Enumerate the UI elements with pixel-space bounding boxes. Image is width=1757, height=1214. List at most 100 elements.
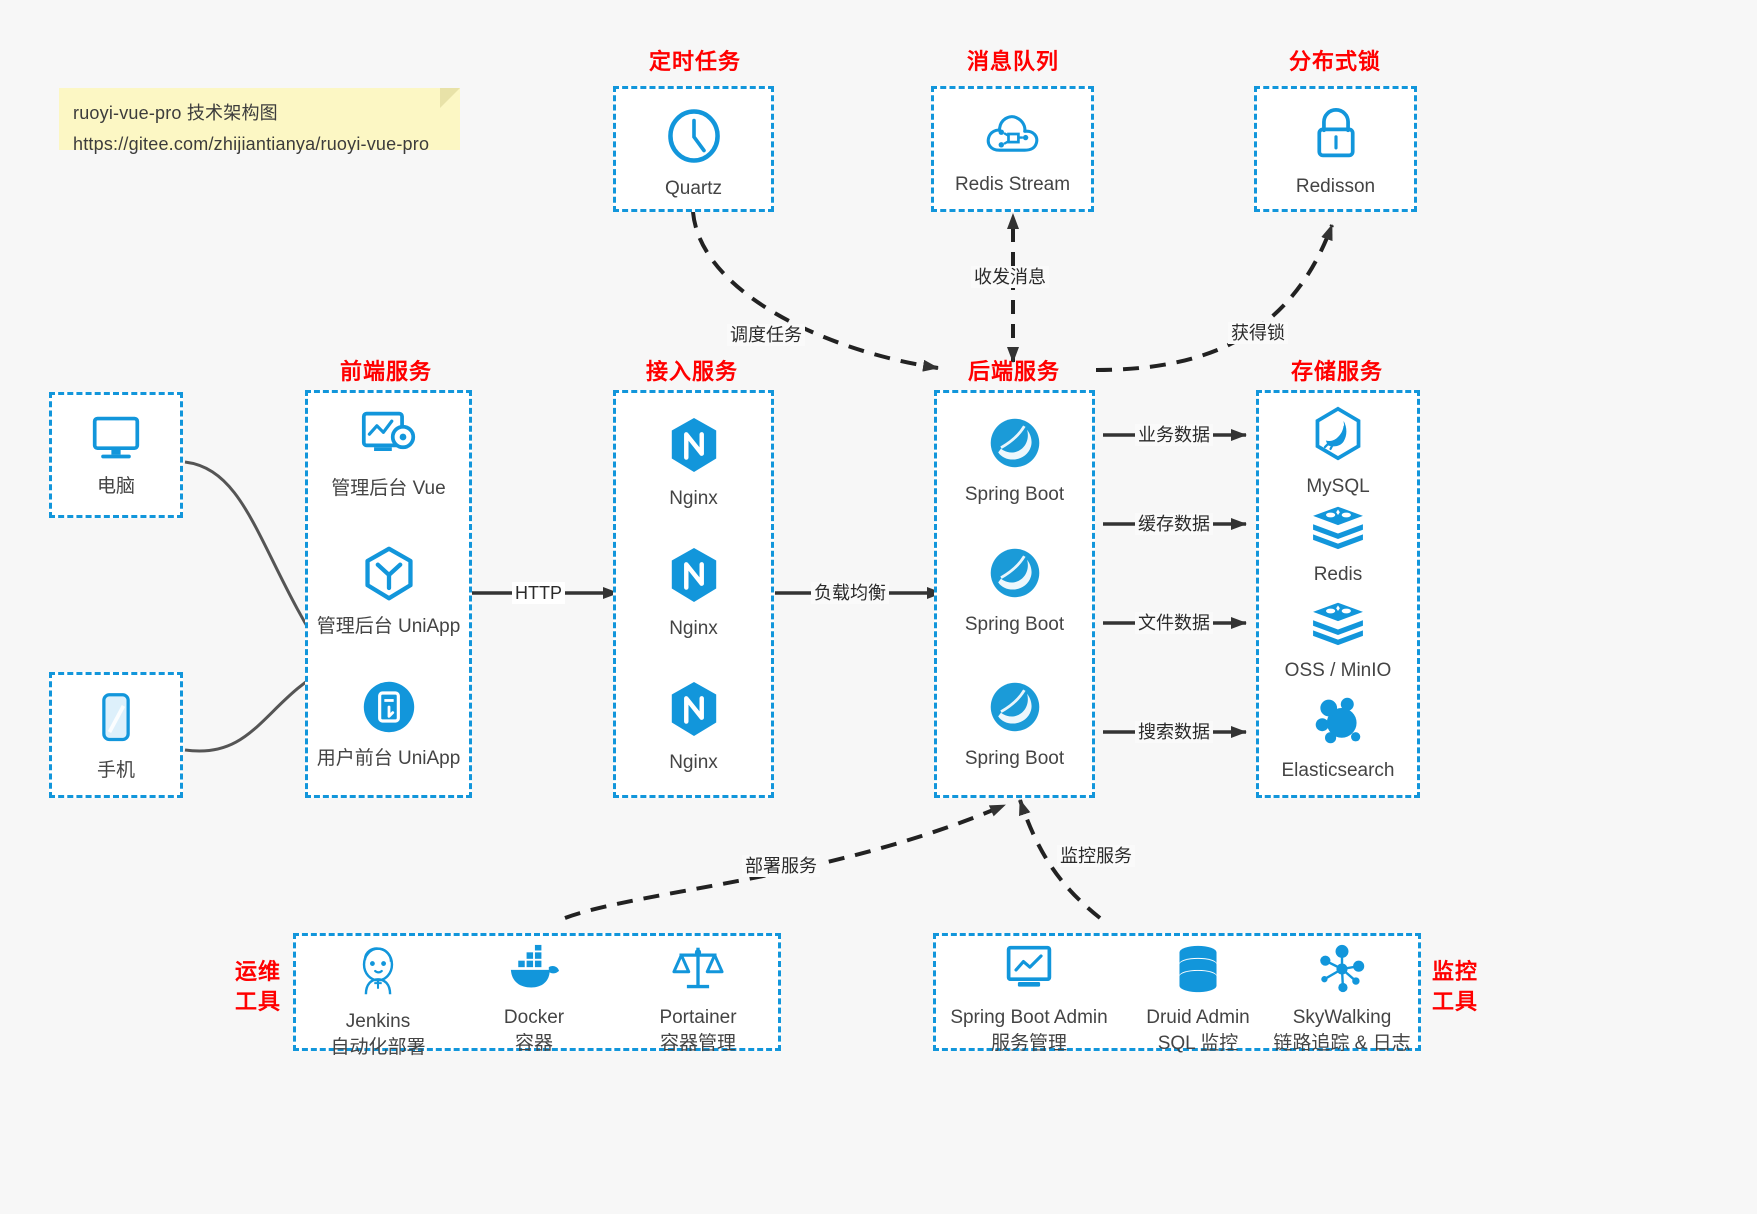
lock-icon: [1310, 105, 1362, 168]
node-springboot-2[interactable]: Spring Boot: [937, 545, 1092, 637]
edge-label-schedule-task: 调度任务: [727, 324, 805, 346]
database-icon: [1173, 944, 1223, 999]
node-oss-minio-label: OSS / MinIO: [1284, 660, 1392, 681]
edge-label-cache-data: 缓存数据: [1135, 513, 1213, 535]
group-box-phone: 手机: [49, 672, 183, 798]
redis-stack-icon: [1309, 599, 1367, 652]
node-admin-vue[interactable]: 管理后台 Vue: [308, 409, 469, 501]
node-pc-label: 电脑: [96, 476, 135, 497]
spring-icon: [987, 415, 1043, 476]
group-title-frontend: 前端服务: [340, 359, 433, 384]
group-title-storage: 存储服务: [1291, 359, 1384, 384]
edge-label-load-balance: 负载均衡: [811, 582, 889, 604]
node-docker[interactable]: Docker 容器: [464, 944, 604, 1057]
group-box-devops: Jenkins 自动化部署 Docker 容器: [293, 933, 781, 1058]
node-phone[interactable]: 手机: [52, 691, 180, 783]
node-phone-label: 手机: [96, 760, 135, 781]
node-redis-label: Redis: [1313, 564, 1363, 585]
node-druid-admin[interactable]: Druid Admin SQL 监控: [1128, 944, 1268, 1057]
edge-label-http: HTTP: [512, 582, 565, 604]
node-mysql-label: MySQL: [1306, 476, 1370, 497]
node-portainer-sublabel: 容器管理: [659, 1033, 736, 1054]
group-title-backend: 后端服务: [968, 359, 1061, 384]
note-line-url: https://gitee.com/zhijiantianya/ruoyi-vu…: [73, 134, 430, 154]
group-title-monitor-line1: 监控: [1431, 959, 1478, 984]
note-line-title: ruoyi-vue-pro 技术架构图: [73, 103, 278, 123]
node-nginx-1-label: Nginx: [669, 488, 718, 509]
group-box-storage: MySQL Redis: [1256, 390, 1420, 798]
node-springboot-2-label: Spring Boot: [964, 614, 1065, 635]
group-title-monitor: 监控 工具: [1430, 957, 1480, 1017]
node-nginx-3[interactable]: Nginx: [616, 679, 771, 775]
node-quartz[interactable]: Quartz: [616, 107, 771, 201]
node-spring-boot-admin-sublabel: 服务管理: [990, 1033, 1067, 1054]
jenkins-icon: [351, 944, 405, 1003]
node-springboot-1-label: Spring Boot: [964, 484, 1065, 505]
nginx-icon: [666, 415, 722, 480]
group-box-lock: Redisson: [1254, 86, 1417, 212]
skywalking-icon: [1316, 944, 1368, 999]
group-title-lock: 分布式锁: [1289, 49, 1382, 74]
group-title-mq: 消息队列: [967, 49, 1060, 74]
node-skywalking-label: SkyWalking: [1292, 1007, 1392, 1028]
node-oss-minio[interactable]: OSS / MinIO: [1259, 599, 1417, 683]
group-box-gateway: Nginx Nginx Nginx: [613, 390, 774, 798]
nginx-icon: [666, 679, 722, 744]
node-nginx-2[interactable]: Nginx: [616, 545, 771, 641]
clock-icon: [665, 107, 723, 170]
group-title-gateway: 接入服务: [646, 359, 739, 384]
group-title-devops: 运维 工具: [233, 957, 283, 1017]
edge-label-business-data: 业务数据: [1135, 424, 1213, 446]
node-portainer-label: Portainer: [659, 1007, 737, 1028]
desktop-icon: [88, 413, 144, 468]
group-box-scheduler: Quartz: [613, 86, 774, 212]
group-title-devops-line1: 运维: [234, 959, 281, 984]
node-user-uniapp-label: 用户前台 UniApp: [316, 748, 461, 769]
node-user-uniapp[interactable]: 用户前台 UniApp: [308, 679, 469, 771]
group-title-devops-line2: 工具: [234, 989, 281, 1014]
node-redis-stream-label: Redis Stream: [954, 174, 1071, 195]
node-mysql[interactable]: MySQL: [1259, 405, 1417, 499]
redis-stack-icon: [1309, 503, 1367, 556]
node-skywalking-sublabel: 链路追踪 & 日志: [1273, 1033, 1411, 1054]
dashboard-icon: [358, 409, 420, 470]
node-redisson-label: Redisson: [1295, 176, 1376, 197]
node-springboot-3[interactable]: Spring Boot: [937, 679, 1092, 771]
node-springboot-3-label: Spring Boot: [964, 748, 1065, 769]
edge-label-acquire-lock: 获得锁: [1228, 322, 1288, 344]
node-skywalking[interactable]: SkyWalking 链路追踪 & 日志: [1266, 944, 1418, 1057]
group-box-monitor: Spring Boot Admin 服务管理 Druid Admin SQL 监…: [933, 933, 1421, 1054]
node-nginx-1[interactable]: Nginx: [616, 415, 771, 511]
elasticsearch-icon: [1310, 695, 1366, 752]
scales-icon: [670, 944, 726, 999]
node-springboot-1[interactable]: Spring Boot: [937, 415, 1092, 507]
cloud-stream-icon: [984, 107, 1042, 166]
node-spring-boot-admin-label: Spring Boot Admin: [950, 1007, 1108, 1028]
group-box-mq: Redis Stream: [931, 86, 1094, 212]
edge-label-file-data: 文件数据: [1135, 612, 1213, 634]
node-elasticsearch-label: Elasticsearch: [1281, 760, 1395, 781]
spring-icon: [987, 545, 1043, 606]
node-docker-label: Docker: [503, 1007, 565, 1028]
edge-label-send-receive-msg: 收发消息: [971, 266, 1049, 288]
node-portainer[interactable]: Portainer 容器管理: [628, 944, 768, 1057]
node-redisson[interactable]: Redisson: [1257, 105, 1414, 199]
node-redis-stream[interactable]: Redis Stream: [934, 107, 1091, 197]
node-pc[interactable]: 电脑: [52, 413, 180, 499]
node-admin-uniapp[interactable]: 管理后台 UniApp: [308, 545, 469, 639]
node-spring-boot-admin[interactable]: Spring Boot Admin 服务管理: [944, 944, 1114, 1057]
node-elasticsearch[interactable]: Elasticsearch: [1259, 695, 1417, 783]
node-jenkins[interactable]: Jenkins 自动化部署: [308, 944, 448, 1061]
node-nginx-3-label: Nginx: [669, 752, 718, 773]
group-title-monitor-line2: 工具: [1431, 989, 1478, 1014]
node-jenkins-label: Jenkins: [345, 1011, 411, 1032]
uniapp-hex-icon: [361, 545, 417, 608]
node-admin-vue-label: 管理后台 Vue: [331, 478, 446, 499]
group-box-frontend: 管理后台 Vue 管理后台 UniApp 用户前台 UniApp: [305, 390, 472, 798]
edge-label-deploy-service: 部署服务: [742, 855, 820, 877]
node-redis[interactable]: Redis: [1259, 503, 1417, 587]
group-box-backend: Spring Boot Spring Boot Spring Boot: [934, 390, 1095, 798]
spring-icon: [987, 679, 1043, 740]
edge-label-monitor-service: 监控服务: [1057, 845, 1135, 867]
